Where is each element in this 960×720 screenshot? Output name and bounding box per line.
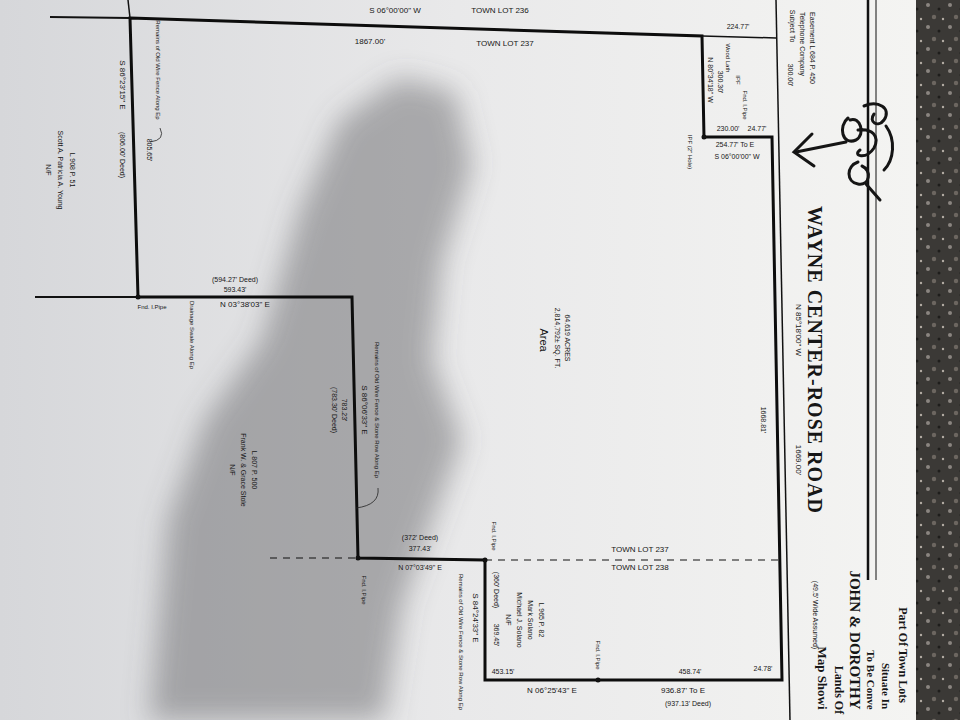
countertop bbox=[916, 0, 960, 720]
bearing: S 86°06'33" E bbox=[360, 385, 369, 434]
distance: 453.15' bbox=[492, 668, 515, 676]
bearing: S 86°23'15" E bbox=[118, 60, 127, 109]
bearing: N 07°03'49" E bbox=[398, 564, 442, 572]
distance: 377.43' bbox=[409, 545, 432, 553]
deed-reference: L 965 P. 82 bbox=[537, 603, 545, 638]
fence-note: Remains of Old Wire Fence & Stone Row Al… bbox=[374, 342, 381, 478]
lot-line bbox=[35, 296, 138, 298]
distance: 805.65' bbox=[145, 139, 153, 162]
monument-note: Fnd. I.Pipe bbox=[491, 521, 498, 550]
deed-distance: (937.13' Deed) bbox=[665, 700, 711, 708]
town-lot-line bbox=[485, 559, 782, 560]
title-text: JOHN & DOROTHY bbox=[847, 570, 864, 709]
owner-name: Mark Solano bbox=[526, 600, 534, 639]
title-text: Map Showi bbox=[815, 646, 829, 709]
title-text: Lands Of bbox=[831, 666, 844, 714]
lot-line bbox=[702, 36, 776, 38]
title-text: Situate In bbox=[880, 663, 892, 709]
distance: 300.30' bbox=[716, 71, 724, 94]
handwritten-mark bbox=[794, 104, 893, 200]
distance: 230.00' bbox=[717, 125, 740, 133]
road-width: (49.5' Wide Assumed) bbox=[811, 581, 819, 649]
owner-note: N/F bbox=[504, 614, 512, 625]
deed-distance: (783.30' Deed) bbox=[330, 387, 338, 433]
distance: 783.23' bbox=[340, 399, 348, 422]
leader-line bbox=[356, 488, 378, 508]
pipe-marker bbox=[136, 295, 141, 300]
distance: 1669.00' bbox=[794, 445, 803, 475]
owner-name: Michael J. Solano bbox=[515, 592, 523, 647]
easement-note: Telephone Company bbox=[798, 12, 806, 76]
bearing: S 84°24'33" E bbox=[471, 593, 480, 642]
title-text: Part Of Town Lots bbox=[895, 607, 908, 703]
distance: 593.43' bbox=[224, 286, 247, 294]
photo-shadow bbox=[150, 78, 472, 720]
distance: 936.87' To E bbox=[661, 687, 705, 696]
lot-name: TOWN LOT 237 bbox=[611, 546, 669, 555]
swale-note: Drainage Swale Along Ep bbox=[189, 301, 196, 369]
lot-name: TOWN LOT 236 bbox=[471, 7, 529, 16]
fence-note: Remains of Old Wire Fence & Stone Row Al… bbox=[458, 574, 465, 710]
monument-note: IPF bbox=[735, 75, 742, 84]
deed-distance: (360' Deed) bbox=[492, 572, 500, 608]
pipe-marker bbox=[702, 135, 707, 140]
pipe-marker bbox=[356, 556, 361, 561]
pipe-marker bbox=[483, 558, 488, 563]
owner-name: Frank W. & Grace Stole bbox=[239, 433, 247, 507]
monument-note: IPF (2" Hole) bbox=[687, 135, 694, 169]
area-title: Area bbox=[538, 328, 550, 351]
owner-note: N/F bbox=[44, 164, 52, 175]
lot-line bbox=[128, 0, 130, 18]
bearing: S 06°00'00" W bbox=[369, 7, 421, 16]
distance: 254.77' To E bbox=[716, 141, 755, 149]
distance: 1668.81' bbox=[759, 407, 767, 434]
deed-distance: (594.27' Deed) bbox=[212, 276, 258, 284]
area-value: 64.619 ACRES bbox=[563, 314, 571, 361]
deed-reference: L 807 P. 500 bbox=[250, 451, 258, 490]
monument-note: Wood Lath bbox=[725, 44, 732, 73]
deed-reference: L 908 P. 51 bbox=[68, 153, 76, 188]
bearing: N 85°18'00" W bbox=[794, 304, 803, 356]
road-edge bbox=[776, 0, 790, 720]
paper bbox=[0, 0, 916, 720]
bearing: S 06°00'00" W bbox=[714, 153, 759, 161]
distance: 24.78' bbox=[754, 665, 773, 673]
distance: 458.74' bbox=[679, 668, 702, 676]
sheet-border bbox=[876, 0, 877, 580]
parcel-boundary bbox=[130, 18, 782, 680]
sheet-border bbox=[867, 0, 870, 580]
bearing: N 80°34'18" W bbox=[706, 57, 714, 103]
lot-line bbox=[50, 17, 130, 18]
distance: 369.45' bbox=[492, 624, 500, 647]
lot-name: TOWN LOT 238 bbox=[611, 564, 669, 573]
easement-note: Subject To bbox=[788, 10, 796, 43]
owner-name: Scott A. Patricia A. Young bbox=[56, 131, 64, 210]
title-text: To Be Conve bbox=[865, 650, 877, 710]
monument-note: Fnd. I.Pipe bbox=[361, 575, 368, 604]
distance: 24.77' bbox=[748, 125, 767, 133]
road-name: WAYNE CENTER-ROSE ROAD bbox=[804, 206, 826, 514]
distance: 300.00' bbox=[786, 64, 794, 87]
distance: 224.77' bbox=[727, 23, 750, 31]
owner-note: N/F bbox=[228, 464, 236, 475]
pipe-marker bbox=[596, 678, 601, 683]
area-value: 2,814,792± SQ. FT. bbox=[553, 308, 561, 369]
deed-distance: (372' Deed) bbox=[402, 534, 438, 542]
deed-distance: (806.00' Deed) bbox=[118, 132, 126, 178]
fence-note: Remains of Old Wire Fence Along Ep bbox=[155, 20, 162, 119]
bearing: N 03°38'03" E bbox=[220, 301, 270, 310]
monument-note: Fnd. I.Pipe bbox=[595, 640, 602, 669]
lot-name: TOWN LOT 237 bbox=[476, 40, 534, 49]
monument-note: Fnd. I.Pipe bbox=[742, 90, 749, 119]
town-lot-line bbox=[270, 557, 358, 558]
bearing: N 06°25'43" E bbox=[527, 687, 577, 696]
distance: 1867.00' bbox=[355, 38, 385, 47]
easement-note: Easement L 684 P. 450 bbox=[808, 12, 816, 84]
monument-note: Fnd. I.Pipe bbox=[137, 304, 166, 311]
